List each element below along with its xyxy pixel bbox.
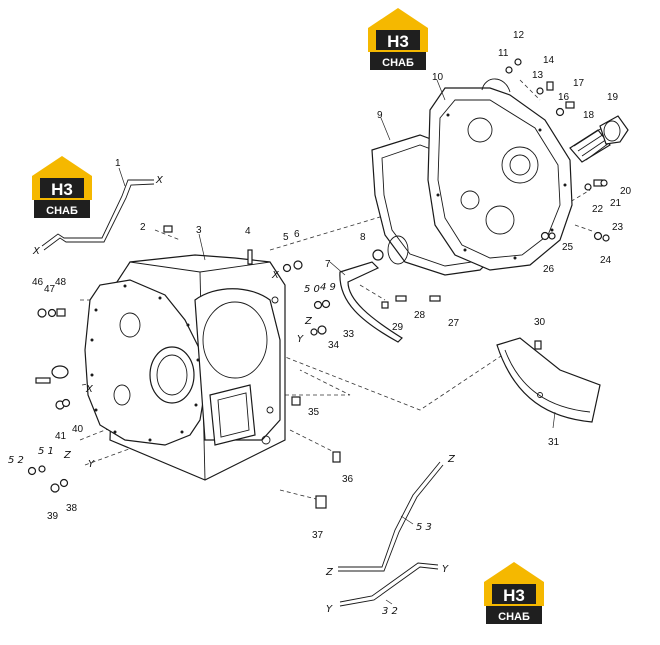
connector-y-label: Y — [88, 459, 95, 470]
tube-32 — [339, 562, 439, 607]
callout-3: 3 — [196, 225, 202, 236]
callout-9: 9 — [377, 110, 383, 121]
callout-46: 46 — [32, 277, 44, 288]
connector-x-label: X — [271, 270, 280, 281]
filter-screen-18 — [569, 127, 611, 163]
callout-18: 18 — [583, 110, 595, 121]
callout-26: 26 — [543, 264, 555, 275]
callout-53: 5 3 — [416, 522, 432, 533]
callout-11: 11 — [498, 48, 509, 59]
callout-52: 5 2 — [8, 455, 24, 466]
callout-7: 7 — [325, 259, 331, 270]
tube-1 — [41, 167, 155, 251]
callout-35: 35 — [308, 407, 320, 418]
front-cover-10 — [427, 78, 573, 271]
callout-40: 40 — [72, 424, 84, 435]
connector-x-label: X — [32, 246, 41, 257]
small-fittings — [27, 58, 610, 509]
callout-17: 17 — [573, 78, 585, 89]
callout-31: 31 — [548, 437, 560, 448]
callout-47: 47 — [44, 284, 56, 295]
callout-36: 36 — [342, 474, 354, 485]
callout-50: 5 0 — [304, 284, 320, 295]
callout-23: 23 — [612, 222, 624, 233]
callout-20: 20 — [620, 186, 632, 197]
callout-1: 1 — [115, 158, 121, 169]
callout-29: 29 — [392, 322, 404, 333]
logo-mark: H3 — [503, 586, 525, 605]
callout-28: 28 — [414, 310, 426, 321]
callouts: 1 2 3 4 5 6 7 8 9 10 11 12 13 14 16 17 1… — [8, 30, 632, 617]
callout-21: 21 — [610, 198, 622, 209]
connector-z-label: Z — [63, 450, 72, 461]
callout-38: 38 — [66, 503, 78, 514]
callout-41: 41 — [55, 431, 67, 442]
callout-27: 27 — [448, 318, 460, 329]
logo-left: H3 СНАБ — [32, 156, 92, 218]
logo-mark: H3 — [387, 32, 409, 51]
connector-z-label: Z — [325, 567, 334, 578]
callout-16: 16 — [558, 92, 570, 103]
callout-32: 3 2 — [382, 606, 398, 617]
tube-7 — [329, 261, 403, 343]
callout-19: 19 — [607, 92, 619, 103]
logo-top: H3 СНАБ — [368, 8, 428, 70]
callout-49: 4 9 — [320, 282, 336, 293]
logo-wordmark: СНАБ — [498, 611, 530, 623]
callout-25: 25 — [562, 242, 574, 253]
callout-30: 30 — [534, 317, 546, 328]
callout-37: 37 — [312, 530, 324, 541]
callout-5: 5 — [283, 232, 289, 243]
logo-mark: H3 — [51, 180, 73, 199]
connector-x-label: X — [85, 384, 94, 395]
shield-31 — [496, 337, 601, 429]
logo-bottom: H3 СНАБ — [484, 562, 544, 624]
callout-4: 4 — [245, 226, 251, 237]
callout-22: 22 — [592, 204, 604, 215]
callout-34: 34 — [328, 340, 340, 351]
callout-48: 48 — [55, 277, 67, 288]
connector-y-label: Y — [297, 334, 304, 345]
callout-8: 8 — [360, 232, 366, 243]
callout-14: 14 — [543, 55, 555, 66]
callout-10: 10 — [432, 72, 444, 83]
callout-33: 33 — [343, 329, 355, 340]
callout-13: 13 — [532, 70, 544, 81]
connector-y-label: Y — [442, 564, 449, 575]
plug-19 — [599, 115, 629, 145]
connector-z-label: Z — [304, 316, 313, 327]
callout-2: 2 — [140, 222, 146, 233]
callout-51: 5 1 — [38, 446, 54, 457]
callout-6: 6 — [294, 229, 300, 240]
connector-z-label: Z — [447, 454, 456, 465]
logo-wordmark: СНАБ — [382, 57, 414, 69]
transmission-housing — [84, 233, 286, 481]
callout-24: 24 — [600, 255, 612, 266]
connector-x-label: X — [155, 175, 164, 186]
connector-letters: X X X X Z Y Z Y Z Z Y Y — [32, 175, 456, 615]
tube-53 — [338, 461, 444, 572]
logo-wordmark: СНАБ — [46, 205, 78, 217]
callout-39: 39 — [47, 511, 59, 522]
connector-y-label: Y — [326, 604, 333, 615]
callout-12: 12 — [513, 30, 525, 41]
